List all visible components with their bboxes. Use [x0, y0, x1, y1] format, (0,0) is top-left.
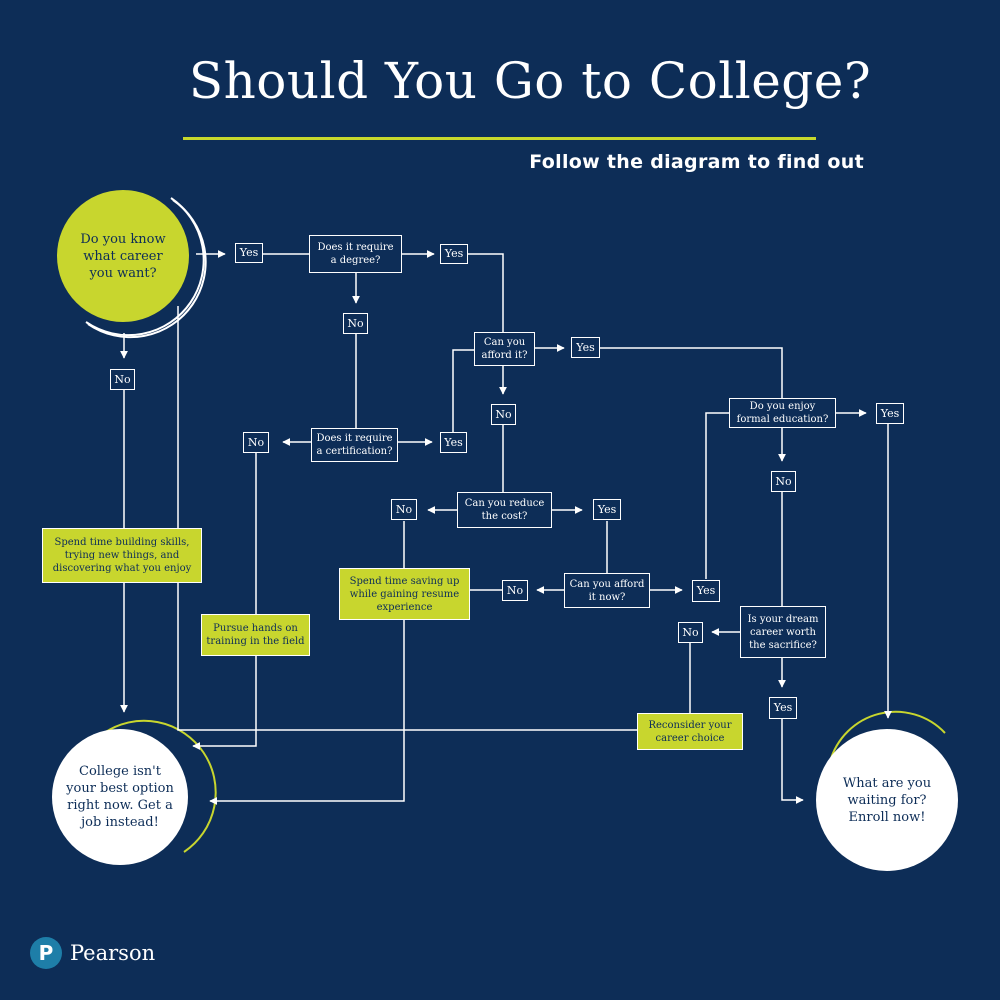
- answer-yes: Yes: [440, 432, 467, 453]
- answer-yes: Yes: [571, 337, 600, 358]
- pearson-logo: P Pearson: [30, 937, 155, 969]
- answer-yes: Yes: [440, 244, 468, 264]
- answer-no: No: [110, 369, 135, 390]
- question-degree: Does it require a degree?: [309, 235, 402, 273]
- pearson-logo-text: Pearson: [70, 941, 156, 965]
- answer-yes: Yes: [769, 697, 797, 719]
- question-dream-career: Is your dream career worth the sacrifice…: [740, 606, 826, 658]
- action-reconsider-career: Reconsider your career choice: [637, 713, 743, 750]
- end-node-enroll-text: What are you waiting for? Enroll now!: [842, 775, 932, 825]
- question-certification: Does it require a certification?: [311, 428, 398, 462]
- answer-no: No: [391, 499, 417, 520]
- answer-yes: Yes: [876, 403, 904, 424]
- answer-yes: Yes: [692, 580, 720, 602]
- page-subtitle: Follow the diagram to find out: [529, 151, 864, 173]
- question-afford: Can you afford it?: [474, 332, 535, 366]
- answer-no: No: [243, 432, 269, 453]
- question-afford-now: Can you afford it now?: [564, 573, 650, 608]
- action-pursue-training: Pursue hands on training in the field: [201, 614, 310, 656]
- answer-yes: Yes: [593, 499, 621, 520]
- answer-no: No: [771, 471, 796, 492]
- answer-no: No: [678, 622, 703, 643]
- start-node: Do you know what career you want?: [57, 190, 189, 322]
- end-node-enroll: What are you waiting for? Enroll now!: [816, 729, 958, 871]
- question-enjoy-education: Do you enjoy formal education?: [729, 398, 836, 428]
- answer-yes: Yes: [235, 243, 263, 263]
- answer-no: No: [491, 404, 516, 425]
- action-save-money: Spend time saving up while gaining resum…: [339, 568, 470, 620]
- title-underline: [183, 137, 816, 140]
- end-node-get-job: College isn't your best option right now…: [52, 729, 188, 865]
- answer-no: No: [502, 580, 528, 601]
- end-node-get-job-text: College isn't your best option right now…: [66, 764, 174, 830]
- start-node-text: Do you know what career you want?: [80, 231, 166, 281]
- page-title: Should You Go to College?: [188, 52, 872, 110]
- answer-no: No: [343, 313, 368, 334]
- question-reduce-cost: Can you reduce the cost?: [457, 492, 552, 528]
- pearson-logo-mark: P: [30, 937, 62, 969]
- action-build-skills: Spend time building skills, trying new t…: [42, 528, 202, 583]
